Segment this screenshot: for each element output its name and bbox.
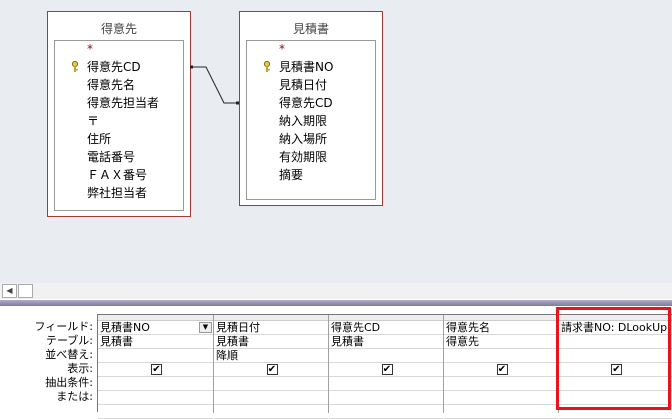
primary-key-icon [71, 60, 79, 73]
field-cell[interactable]: 見積日付 [214, 321, 328, 335]
field-item[interactable]: 電話番号 [87, 150, 136, 164]
show-checkbox[interactable]: ✔ [266, 364, 278, 375]
field-value: 請求書NO: DLookUp( [561, 321, 672, 334]
scroll-left-button[interactable]: ◀ [2, 284, 17, 298]
relationship-line[interactable] [0, 0, 672, 283]
grid-column[interactable]: 得意先名得意先 ✔ [444, 315, 559, 419]
criteria-cell[interactable] [214, 377, 328, 391]
table-title: 見積書 [292, 22, 329, 36]
row-label: フィールド: [34, 320, 94, 333]
row-label: 表示: [67, 362, 93, 375]
field-item[interactable]: 弊社担当者 [87, 186, 148, 200]
table-mitsumorisho[interactable]: 見積書 * 見積書NO 見積日付得意先CD 納入期限納入場所有効期限摘要 [239, 11, 383, 206]
field-item[interactable]: 見積日付 [279, 78, 328, 92]
table-cell[interactable]: 見積書 [329, 335, 443, 349]
show-checkbox[interactable]: ✔ [151, 364, 162, 375]
show-checkbox[interactable]: ✔ [381, 364, 393, 375]
table-cell[interactable]: 見積書 [98, 335, 213, 349]
column-selector[interactable] [214, 315, 328, 321]
primary-key-icon [263, 60, 271, 73]
pane-splitter[interactable] [0, 300, 672, 306]
column-selector[interactable] [98, 315, 213, 321]
criteria-cell[interactable] [444, 377, 558, 391]
field-all[interactable]: * [87, 42, 93, 56]
field-item[interactable]: 摘要 [279, 168, 304, 182]
or-cell[interactable] [444, 391, 558, 405]
field-value: 得意先名 [446, 321, 490, 334]
highlight-box [556, 307, 671, 410]
grid-column[interactable]: 見積書NO ▼ 見積書 ✔ [98, 315, 214, 419]
table-cell[interactable] [559, 335, 672, 349]
field-item[interactable]: 有効期限 [279, 150, 328, 164]
extra-cell[interactable] [329, 405, 443, 419]
row-label: または: [56, 390, 93, 403]
or-cell[interactable] [329, 391, 443, 405]
scroll-thumb[interactable] [18, 284, 33, 298]
column-selector[interactable] [329, 315, 443, 321]
field-item[interactable]: 住所 [87, 132, 112, 146]
field-cell[interactable]: 得意先名 [444, 321, 558, 335]
field-cell[interactable]: 見積書NO ▼ [98, 321, 213, 335]
sort-cell[interactable] [329, 349, 443, 363]
show-cell: ✔ [559, 363, 672, 377]
field-all[interactable]: * [279, 42, 285, 56]
show-checkbox[interactable]: ✔ [611, 364, 622, 375]
field-item[interactable]: 得意先担当者 [87, 96, 160, 110]
criteria-cell[interactable] [329, 377, 443, 391]
show-cell: ✔ [329, 363, 443, 377]
extra-cell[interactable] [444, 405, 558, 419]
field-list[interactable]: * 得意先CD 得意先名得意先担当者〒住所電話番号 ＦＡＸ番号弊社担当者 [54, 40, 184, 211]
sort-cell[interactable] [559, 349, 672, 363]
criteria-cell[interactable] [98, 377, 213, 391]
dropdown-arrow-icon[interactable]: ▼ [199, 322, 212, 333]
horizontal-scrollbar[interactable]: ◀ [0, 283, 672, 299]
field-value: 得意先CD [331, 321, 381, 334]
show-checkbox[interactable]: ✔ [496, 364, 508, 375]
field-item[interactable]: 見積書NO [279, 60, 334, 74]
table-cell[interactable]: 得意先 [444, 335, 558, 349]
row-label: 並べ替え: [45, 348, 93, 361]
field-item[interactable]: ＦＡＸ番号 [87, 168, 148, 182]
or-cell[interactable] [559, 391, 672, 405]
or-cell[interactable] [98, 391, 213, 405]
field-list[interactable]: * 見積書NO 見積日付得意先CD 納入期限納入場所有効期限摘要 [246, 40, 376, 200]
field-cell[interactable]: 請求書NO: DLookUp( [559, 321, 672, 335]
sort-cell[interactable]: 降順 [214, 349, 328, 363]
row-label: 抽出条件: [45, 376, 93, 389]
field-item[interactable]: 得意先名 [87, 78, 136, 92]
sort-cell[interactable] [98, 349, 213, 363]
field-item[interactable]: 〒 [87, 114, 100, 128]
table-pane: 得意先 * 得意先CD 得意先名得意先担当者〒住所電話番号 ＦＡＸ番号弊社担当者 見積… [0, 0, 672, 283]
criteria-cell[interactable] [559, 377, 672, 391]
table-cell[interactable]: 見積書 [214, 335, 328, 349]
field-value: 見積書NO [100, 321, 150, 334]
extra-cell[interactable] [98, 405, 213, 419]
show-cell: ✔ [214, 363, 328, 377]
field-value: 見積日付 [216, 321, 260, 334]
show-cell: ✔ [444, 363, 558, 377]
field-item[interactable]: 納入期限 [279, 114, 328, 128]
extra-cell[interactable] [214, 405, 328, 419]
or-cell[interactable] [214, 391, 328, 405]
grid-column[interactable]: 見積日付見積書降順✔ [214, 315, 329, 419]
table-title: 得意先 [100, 22, 137, 36]
table-tokuisaki[interactable]: 得意先 * 得意先CD 得意先名得意先担当者〒住所電話番号 ＦＡＸ番号弊社担当者 [47, 11, 191, 217]
field-item[interactable]: 得意先CD [279, 96, 333, 110]
sort-cell[interactable] [444, 349, 558, 363]
column-selector[interactable] [559, 315, 672, 321]
column-selector[interactable] [444, 315, 558, 321]
show-cell: ✔ [98, 363, 213, 377]
field-item[interactable]: 納入場所 [279, 132, 328, 146]
field-cell[interactable]: 得意先CD [329, 321, 443, 335]
field-item[interactable]: 得意先CD [87, 60, 141, 74]
row-label: テーブル: [45, 334, 93, 347]
